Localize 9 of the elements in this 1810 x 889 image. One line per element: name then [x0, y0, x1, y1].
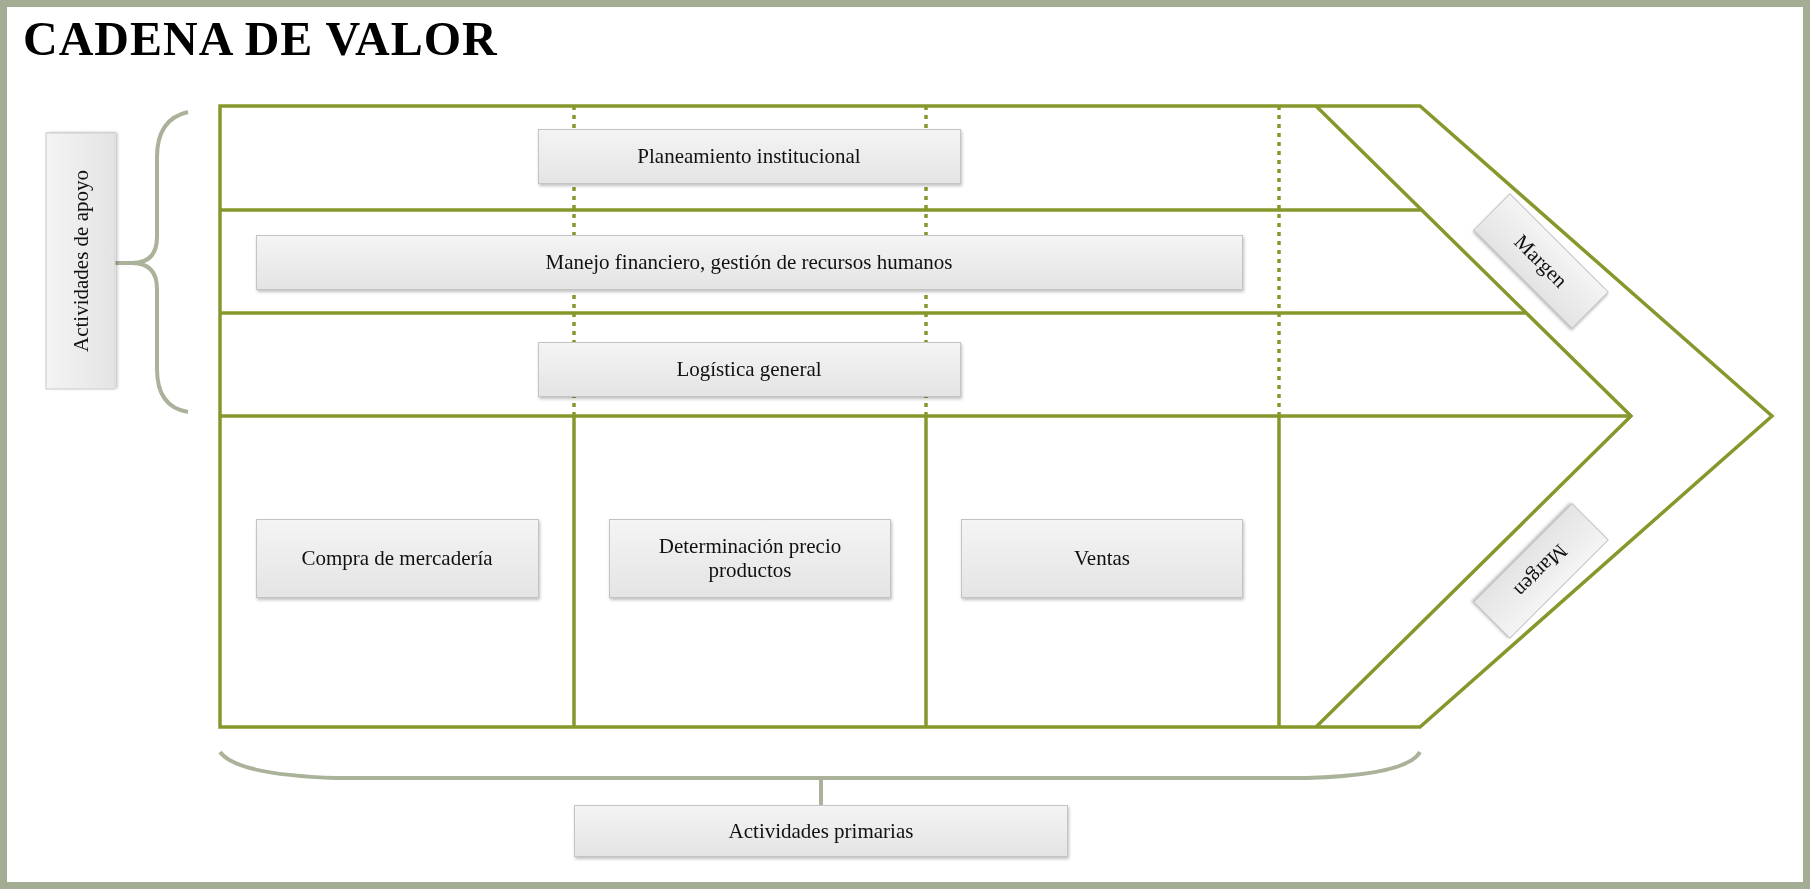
diagram-title: CADENA DE VALOR [23, 11, 498, 67]
activity-box: Planeamiento institucional [537, 128, 961, 184]
activity-box: Ventas [961, 518, 1243, 598]
activity-box: Actividades primarias [574, 805, 1068, 857]
activity-box: Compra de mercadería [255, 518, 539, 598]
activity-box: Manejo financiero, gestión de recursos humanos [255, 234, 1243, 290]
activity-box: Logística general [537, 341, 961, 397]
activity-box: Determinación precio productos [609, 518, 891, 598]
activity-box: Actividades de apoyo [45, 132, 115, 390]
